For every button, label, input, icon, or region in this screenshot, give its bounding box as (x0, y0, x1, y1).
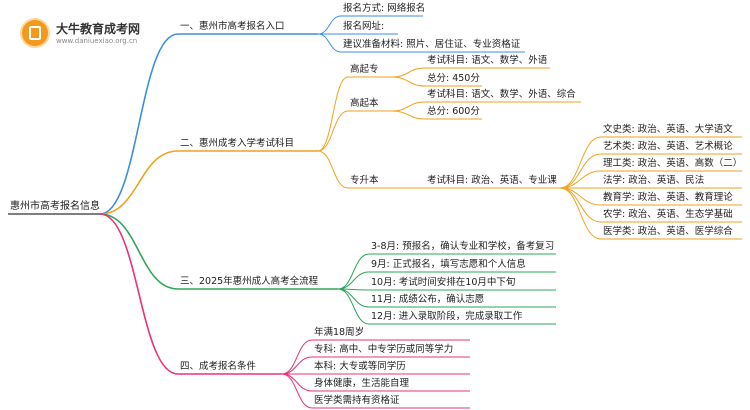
zsb-faxue: 法学: 政治、英语、民法 (603, 175, 705, 186)
zsb-jiaoyu: 教育学: 政治、英语、教育理论 (603, 192, 733, 203)
connector-cond-1 (281, 356, 313, 375)
connector-process-1 (337, 271, 370, 290)
site-logo: 大牛教育成考网 www.daniuexiao.org.cn (6, 8, 166, 48)
level-zhuanshengben: 专升本 (350, 175, 379, 186)
zsb-yixue: 医学类: 政治、英语、医学综合 (603, 226, 733, 237)
branch-entry: 一、惠州市高考报名入口 (180, 21, 285, 32)
gqb-total: 总分: 600分 (427, 106, 480, 117)
entry-materials: 建议准备材料: 照片、居住证、专业资格证 (343, 39, 521, 50)
connector-process-4 (337, 288, 370, 325)
branch-process: 三、2025年惠州成人高考全流程 (180, 276, 319, 287)
zsb-subjects: 考试科目: 政治、英语、专业课 (427, 175, 557, 186)
connector-entry-0 (317, 15, 342, 35)
connector-zsb-sub-2 (559, 170, 602, 189)
process-nov: 11月: 成绩公布，确认志愿 (371, 294, 485, 305)
connector-gqb-1 (391, 110, 426, 120)
connector-process-3 (337, 288, 370, 308)
connector-gqz-0 (391, 67, 426, 78)
branch-subjects: 二、惠州成考入学考试科目 (180, 138, 295, 149)
process-dec: 12月: 进入录取阶段，完成录取工作 (371, 311, 523, 322)
zsb-wenshi: 文史类: 政治、英语、大学语文 (603, 124, 733, 135)
logo-url: www.daniuexiao.org.cn (56, 37, 138, 45)
zsb-yishu: 艺术类: 政治、英语、艺术概论 (603, 141, 733, 152)
connector-zsb-sub-1 (559, 153, 602, 189)
root-node: 惠州市高考报名信息 (10, 201, 100, 212)
connector-cond-0 (281, 339, 313, 375)
zsb-ligong: 理工类: 政治、英语、高数（二） (603, 158, 743, 169)
level-gaoqizhuan: 高起专 (350, 64, 379, 75)
connector-process-0 (337, 253, 370, 290)
gqz-total: 总分: 450分 (427, 73, 480, 84)
connector-gqz-1 (391, 76, 426, 87)
branch-conditions: 四、成考报名条件 (180, 361, 257, 372)
entry-website: 报名网址: (343, 21, 385, 32)
connector-cond-3 (281, 373, 313, 392)
connector-branch-3 (99, 213, 179, 290)
gqz-subjects: 考试科目: 语文、数学、外语 (427, 55, 548, 66)
connector-zsb-sub-6 (559, 187, 602, 240)
level-gaoqiben: 高起本 (350, 98, 379, 109)
connector-cond-4 (281, 373, 313, 409)
connector-zsb-sub-5 (559, 187, 602, 223)
process-mar-aug: 3-8月: 预报名，确认专业和学校，备考复习 (371, 241, 555, 252)
cond-health: 身体健康，生活能自理 (314, 378, 410, 389)
process-oct: 10月: 考试时间安排在10月中下旬 (371, 277, 516, 288)
logo-icon (22, 20, 48, 46)
entry-method: 报名方式: 网络报名 (343, 3, 426, 14)
zsb-nongxue: 农学: 政治、英语、生态学基础 (603, 209, 733, 220)
logo-title: 大牛教育成考网 (56, 22, 141, 36)
connector-level-0 (317, 76, 349, 152)
connector-branch-1 (99, 33, 179, 215)
connector-branch-2 (99, 150, 179, 215)
gqb-subjects: 考试科目: 语文、数学、外语、综合 (427, 89, 576, 100)
connector-level-2 (317, 150, 349, 189)
connector-zsb-sub-4 (559, 187, 602, 206)
cond-junior: 专科: 高中、中专学历或同等学力 (314, 344, 454, 355)
connector-branch-4 (99, 213, 179, 375)
cond-bachelor: 本科: 大专或等同学历 (314, 361, 406, 372)
connector-level-1 (317, 110, 349, 152)
connector-gqb-0 (391, 101, 426, 112)
connector-zsb-sub-0 (559, 136, 602, 189)
connector-entry-2 (317, 33, 342, 53)
cond-age: 年满18周岁 (314, 327, 365, 338)
process-sep: 9月: 正式报名，填写志愿和个人信息 (371, 259, 526, 270)
cond-medical: 医学类需持有资格证 (314, 395, 400, 406)
